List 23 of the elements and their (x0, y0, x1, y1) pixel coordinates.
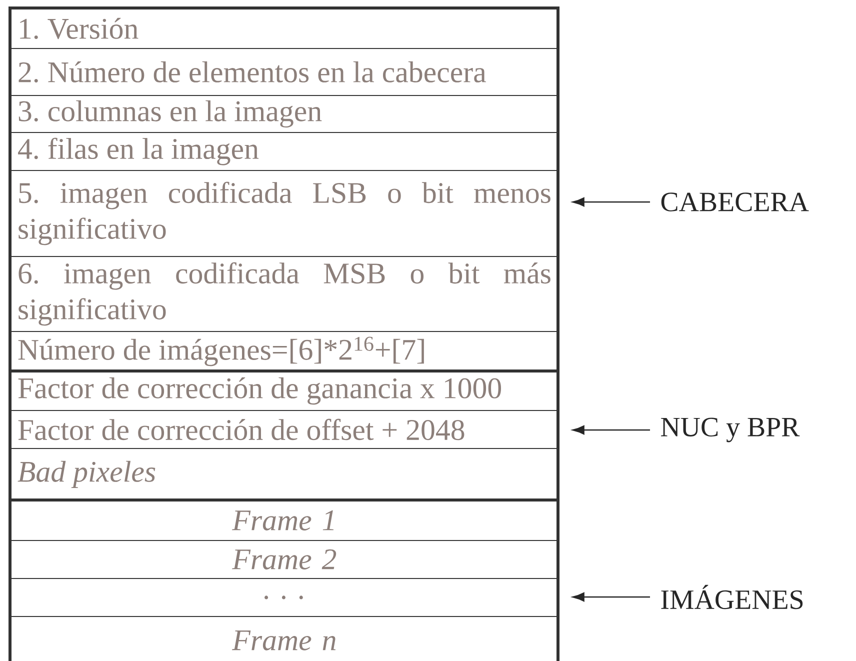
arrow (572, 425, 650, 435)
section-label: NUC y BPR (661, 418, 800, 442)
table-row: Número de imágenes=[6]*2$^{16}$+[7] (10, 331, 559, 372)
arrow (572, 592, 650, 602)
table-row: Frame 2 (10, 540, 559, 579)
table-row: Factor de corrección de ganancia x 1000 (10, 371, 559, 411)
section-label: CABECERA (661, 192, 809, 212)
table-row: 2. Número de elementos en la cabecera (10, 48, 559, 96)
table-section (8, 498, 560, 661)
table-row: 3. columnas en la imagen (10, 95, 559, 133)
table-section (8, 370, 560, 502)
table-row: 4. filas en la imagen (10, 132, 559, 171)
table-row: Factor de corrección de offset + 2048 (10, 410, 559, 449)
table-row: 5. imagen codificada LSB o bit menos significativo (10, 170, 559, 257)
table-section (8, 6, 560, 372)
table-row: Bad pixeles (10, 448, 559, 501)
section-label: IMÁGENES (661, 584, 803, 610)
table-row: 6. imagen codificada MSB o bit más significativo (10, 256, 559, 332)
table-row: Frame n (10, 616, 559, 661)
table-row: . . . (10, 578, 559, 617)
table-row: Frame 1 (10, 500, 559, 541)
arrow (572, 197, 650, 207)
table-row: 1. Versión (10, 8, 559, 49)
